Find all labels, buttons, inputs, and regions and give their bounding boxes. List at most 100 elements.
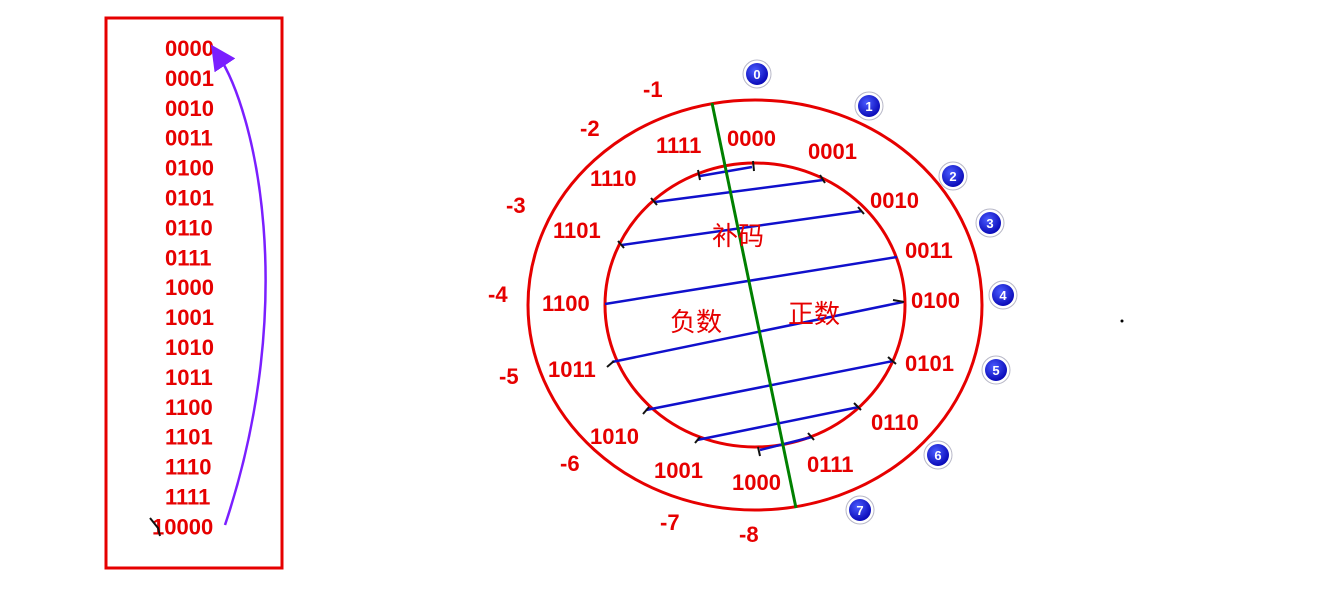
list-item: 0000 <box>165 36 214 61</box>
negative-label: -1 <box>643 77 663 102</box>
wheel-binary-codes: 0000000100100011010001010110011110001001… <box>542 126 960 495</box>
list-item: 1100 <box>165 395 213 420</box>
value-badge: 7 <box>845 495 875 525</box>
list-item: 0111 <box>165 245 212 270</box>
tick <box>697 169 701 181</box>
tick <box>807 432 815 441</box>
badge-number: 5 <box>992 363 999 378</box>
binary-list-panel: 0000 0001 0010 0011 0100 0101 0110 0111 1000 1001… <box>104 16 284 570</box>
chord <box>621 209 863 247</box>
badge-circle <box>992 284 1014 306</box>
badge-circle <box>858 95 880 117</box>
value-badge: 5 <box>981 355 1011 385</box>
label-positive: 正数 <box>788 300 840 330</box>
badge-number: 6 <box>934 448 941 463</box>
badge-number: 0 <box>753 67 760 82</box>
list-item: 1111 <box>165 485 210 510</box>
wheel-code: 1001 <box>654 458 703 483</box>
chord <box>759 435 813 452</box>
wheel-code: 0100 <box>911 288 960 313</box>
inner-circle <box>603 161 907 449</box>
list-item: 1010 <box>165 335 214 360</box>
value-badge: 0 <box>742 59 772 89</box>
negative-label: -4 <box>488 282 508 307</box>
wheel-code: 1000 <box>732 470 781 495</box>
wheel-code: 0111 <box>807 452 854 477</box>
chord <box>611 300 904 364</box>
tick <box>642 406 650 415</box>
blue-chords <box>604 165 904 452</box>
tick <box>892 299 905 303</box>
list-item: 0001 <box>165 66 214 91</box>
tick <box>650 197 658 206</box>
mark-tick <box>149 517 161 537</box>
negative-label: -6 <box>560 451 580 476</box>
badge-circle <box>849 499 871 521</box>
badge-number: 4 <box>999 288 1007 303</box>
sign-divider-line <box>710 102 798 509</box>
list-item: 0110 <box>165 215 213 240</box>
list-item: 1000 <box>165 275 214 300</box>
wheel-code: 1111 <box>656 133 701 158</box>
wheel-code: 1010 <box>590 424 639 449</box>
positive-value-badges: 0 1 2 3 4 5 6 7 <box>742 59 1018 525</box>
negative-value-labels: -1 -2 -3 -4 -5 -6 -7 -8 <box>488 77 759 547</box>
binary-list: 0000 0001 0010 0011 0100 0101 0110 0111 1000 1001… <box>152 36 214 539</box>
badge-circle <box>746 63 768 85</box>
wheel-code: 0110 <box>871 410 919 435</box>
label-complement: 补码 <box>712 222 764 252</box>
value-badge: 3 <box>975 208 1005 238</box>
badge-circle <box>942 165 964 187</box>
chord <box>654 178 824 204</box>
tick <box>606 360 615 368</box>
tick <box>857 206 865 215</box>
tick <box>617 240 625 249</box>
list-item: 0101 <box>165 186 214 211</box>
chord <box>604 255 898 306</box>
value-badge: 6 <box>923 440 953 470</box>
value-badge: 1 <box>854 91 884 121</box>
tick <box>757 446 761 457</box>
tick <box>853 402 862 411</box>
negative-label: -3 <box>506 193 526 218</box>
list-item: 0011 <box>165 126 213 151</box>
list-border <box>104 16 284 570</box>
negative-label: -2 <box>580 116 600 141</box>
tick <box>887 356 897 365</box>
negative-label: -7 <box>660 510 680 535</box>
tick-marks <box>606 160 905 457</box>
tick <box>694 436 701 444</box>
wheel-code: 1011 <box>548 357 596 382</box>
tick <box>819 174 826 184</box>
wheel-code: 0000 <box>727 126 776 151</box>
negative-label: -5 <box>499 364 519 389</box>
value-badge: 4 <box>988 280 1018 310</box>
wheel-code: 1101 <box>553 218 601 243</box>
badge-number: 7 <box>856 503 863 518</box>
badge-number: 2 <box>949 169 956 184</box>
stray-dot <box>1120 319 1124 323</box>
badge-circle <box>985 359 1007 381</box>
badge-number: 1 <box>865 99 872 114</box>
wraparound-arrow <box>211 44 267 526</box>
list-item: 1011 <box>165 365 213 390</box>
list-item: 1001 <box>165 305 214 330</box>
list-item: 1101 <box>165 425 213 450</box>
list-item: 1110 <box>165 455 212 480</box>
badge-circle <box>927 444 949 466</box>
twos-complement-wheel: 补码 负数 正数 0000000100100011010001010110011… <box>488 59 1018 547</box>
value-badge: 2 <box>938 161 968 191</box>
wheel-code: 1100 <box>542 291 590 316</box>
wheel-code: 0101 <box>905 351 954 376</box>
wheel-code: 0011 <box>905 238 953 263</box>
wheel-code: 0001 <box>808 139 857 164</box>
badge-circle <box>979 212 1001 234</box>
label-negative: 负数 <box>670 308 722 338</box>
tick <box>752 160 755 172</box>
list-item: 0100 <box>165 156 214 181</box>
badge-number: 3 <box>986 216 993 231</box>
negative-label: -8 <box>739 522 759 547</box>
outer-circle <box>526 98 984 512</box>
list-item: 0010 <box>165 96 214 121</box>
